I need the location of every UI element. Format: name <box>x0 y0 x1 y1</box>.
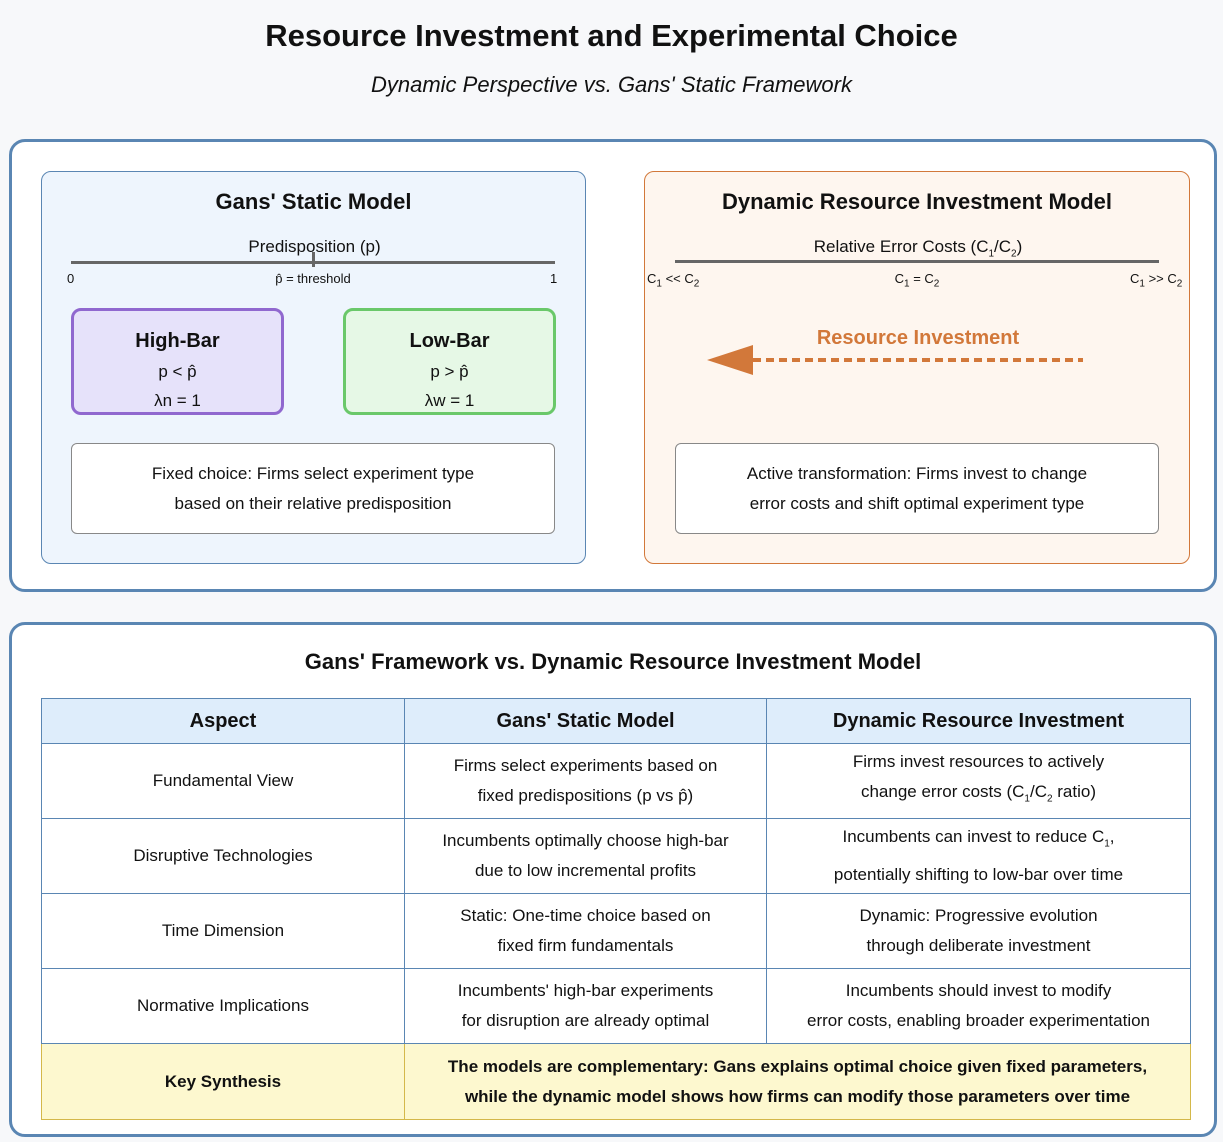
table-row: Fundamental View Firms select experiment… <box>41 743 1191 819</box>
predisposition-axis-label: Predisposition (p) <box>248 237 381 256</box>
resource-investment-label: Resource Investment <box>816 327 1020 349</box>
table-row: Time Dimension Static: One-time choice b… <box>41 893 1191 969</box>
static-note-line-2: based on their relative predisposition <box>174 494 452 513</box>
page-title: Resource Investment and Experimental Cho… <box>265 18 958 53</box>
high-bar-condition: p < p̂ <box>158 362 197 381</box>
aspect-cell: Disruptive Technologies <box>41 818 405 894</box>
table-header-row: Aspect Gans' Static Model Dynamic Resour… <box>41 698 1191 744</box>
low-bar-condition: p > p̂ <box>430 362 469 381</box>
static-note-line-1: Fixed choice: Firms select experiment ty… <box>151 464 475 483</box>
high-bar-lambda: λn = 1 <box>154 391 201 410</box>
dynamic-model-title: Dynamic Resource Investment Model <box>721 189 1112 214</box>
header-static: Gans' Static Model <box>404 698 767 744</box>
comparison-panel: Gans' Framework vs. Dynamic Resource Inv… <box>9 622 1217 1137</box>
tick-label-c1-greater: C1 >> C2 <box>1130 271 1183 290</box>
page-subtitle: Dynamic Perspective vs. Gans' Static Fra… <box>370 72 852 97</box>
synthesis-label: Key Synthesis <box>41 1043 405 1120</box>
dynamic-model-box: Dynamic Resource Investment Model Relati… <box>644 171 1190 564</box>
low-bar-lambda: λw = 1 <box>424 391 475 410</box>
aspect-cell: Time Dimension <box>41 893 405 969</box>
tick-label-threshold: p̂ = threshold <box>275 271 351 286</box>
comparison-title: Gans' Framework vs. Dynamic Resource Inv… <box>304 649 922 674</box>
low-bar-box: Low-Bar p > p̂ λw = 1 <box>343 308 556 415</box>
synthesis-row: Key Synthesis The models are complementa… <box>41 1043 1191 1120</box>
error-cost-axis <box>675 260 1159 263</box>
dynamic-note-line-1: Active transformation: Firms invest to c… <box>746 464 1088 483</box>
tick-label-c1-equal: C1 = C2 <box>894 271 940 290</box>
static-model-box: Gans' Static Model Predisposition (p) 0 … <box>41 171 586 564</box>
header-dynamic: Dynamic Resource Investment <box>766 698 1191 744</box>
high-bar-box: High-Bar p < p̂ λn = 1 <box>71 308 284 415</box>
tick-label-max: 1 <box>550 271 558 286</box>
comparison-table: Aspect Gans' Static Model Dynamic Resour… <box>41 698 1191 1120</box>
static-model-note: Fixed choice: Firms select experiment ty… <box>71 443 555 534</box>
high-bar-title: High-Bar <box>135 330 220 352</box>
table-row: Disruptive Technologies Incumbents optim… <box>41 818 1191 894</box>
dynamic-model-note: Active transformation: Firms invest to c… <box>675 443 1159 534</box>
header-aspect: Aspect <box>41 698 405 744</box>
aspect-cell: Fundamental View <box>41 743 405 819</box>
low-bar-title: Low-Bar <box>409 330 490 352</box>
table-row: Normative Implications Incumbents' high-… <box>41 968 1191 1044</box>
threshold-tick <box>312 252 315 267</box>
left-arrow-icon <box>707 345 1083 375</box>
dynamic-note-line-2: error costs and shift optimal experiment… <box>749 494 1085 513</box>
aspect-cell: Normative Implications <box>41 968 405 1044</box>
tick-label-c1-less: C1 << C2 <box>647 271 700 290</box>
tick-label-min: 0 <box>67 271 75 286</box>
static-model-title: Gans' Static Model <box>215 189 412 214</box>
synthesis-text: The models are complementary: Gans expla… <box>404 1043 1191 1120</box>
models-panel: Gans' Static Model Predisposition (p) 0 … <box>9 139 1217 592</box>
error-cost-axis-label: Relative Error Costs (C1/C2) <box>813 237 1023 260</box>
dynamic-cell: Incumbents can invest to reduce C1,poten… <box>766 818 1191 894</box>
